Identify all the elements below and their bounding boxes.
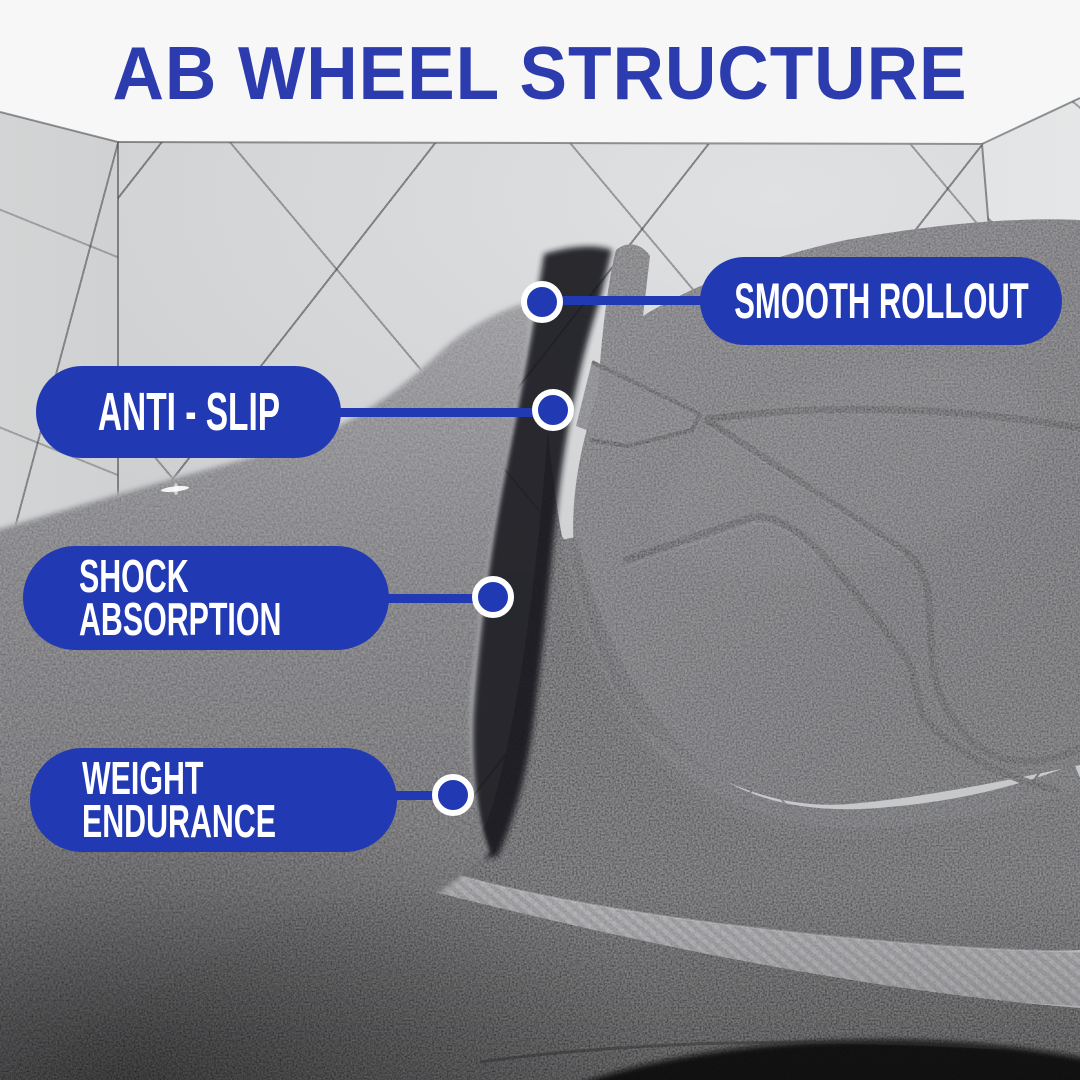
callout-shock-absorption: SHOCK ABSORPTION bbox=[23, 546, 389, 650]
shock-absorption-layer bbox=[420, 430, 1080, 952]
wheel-base-half bbox=[0, 888, 1080, 1080]
callout-label: SMOOTH ROLLOUT bbox=[733, 272, 1029, 329]
page-title-text: AB WHEEL STRUCTURE bbox=[112, 31, 968, 115]
face-sheen bbox=[657, 362, 1043, 578]
shock-absorption-marker-dot-icon bbox=[472, 576, 514, 618]
page-title: AB WHEEL STRUCTURE bbox=[0, 30, 1080, 116]
callout-label: ANTI - SLIP bbox=[97, 381, 280, 442]
shock-absorption-connector-line bbox=[330, 594, 476, 603]
callout-smooth-rollout: SMOOTH ROLLOUT bbox=[700, 257, 1062, 345]
smooth-rollout-marker-dot-icon bbox=[521, 281, 563, 323]
wheel-bottom-half-front bbox=[0, 301, 533, 1080]
base-hub-hole bbox=[590, 1040, 1080, 1080]
callout-anti-slip: ANTI - SLIP bbox=[36, 366, 341, 458]
rim-fold bbox=[576, 362, 700, 446]
callout-label: WEIGHT ENDURANCE bbox=[82, 751, 276, 847]
callout-weight-endurance: WEIGHT ENDURANCE bbox=[30, 748, 397, 852]
smooth-rollout-connector-line bbox=[556, 296, 706, 305]
callout-label: SHOCK ABSORPTION bbox=[79, 549, 282, 645]
anti-slip-marker-dot-icon bbox=[532, 389, 574, 431]
sparkle-glint-icon bbox=[161, 483, 189, 495]
weight-endurance-fabric-layer bbox=[410, 860, 1080, 1006]
weight-endurance-marker-dot-icon bbox=[432, 774, 474, 816]
layer-gap-shadow bbox=[472, 246, 612, 858]
anti-slip-connector-line bbox=[338, 408, 538, 417]
